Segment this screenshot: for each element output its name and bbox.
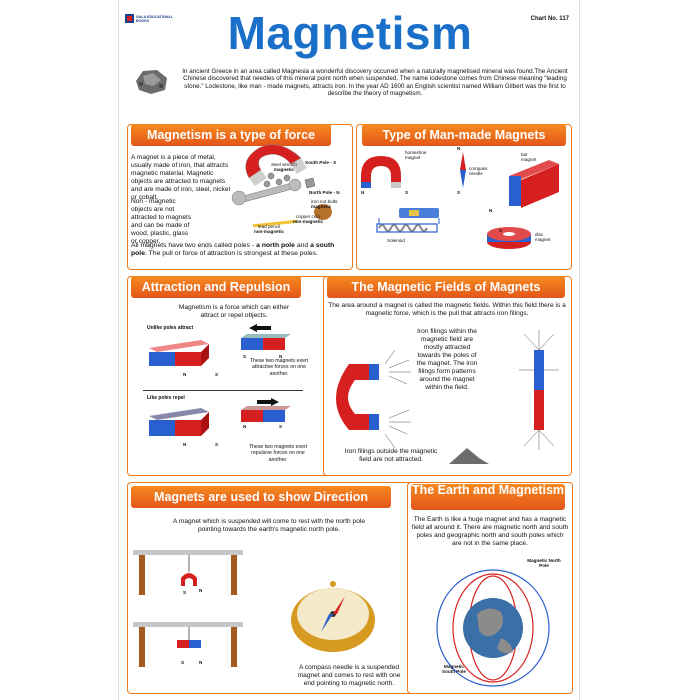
chart-poster: GALA EDUCATIONAL BOOKS Magnetism Chart N… bbox=[118, 0, 580, 700]
unlike-magnet-2 bbox=[241, 334, 291, 350]
lodestone-rock-icon bbox=[136, 70, 167, 94]
force-body-2: Non - magnetic objects are not attracted… bbox=[131, 198, 192, 245]
table-icon bbox=[133, 550, 243, 667]
publisher-logo: GALA EDUCATIONAL BOOKS bbox=[125, 14, 173, 24]
att-n-1: N bbox=[183, 372, 187, 377]
intro-text: In ancient Greece in an area called Magn… bbox=[182, 68, 568, 98]
label-horseshoe: horseshoe magnet bbox=[405, 150, 427, 160]
att-n-3: N bbox=[183, 442, 187, 447]
attraction-section-title: Attraction and Repulsion bbox=[131, 276, 301, 298]
dir-n-2: N bbox=[199, 660, 203, 665]
iron-filings-icon bbox=[384, 349, 411, 449]
arrow-icon bbox=[249, 324, 271, 332]
publisher-name: GALA EDUCATIONAL BOOKS bbox=[136, 15, 173, 23]
dir-s-1: S bbox=[183, 590, 187, 595]
magnetic-north-pole-label: Magnetic North Pole bbox=[527, 558, 561, 568]
label-south-pole: South Pole - S bbox=[305, 160, 337, 165]
like-heading: Like poles repel bbox=[147, 395, 185, 401]
attraction-illustration bbox=[149, 324, 291, 436]
direction-body: A magnet which is suspended will come to… bbox=[172, 518, 366, 533]
att-n-2: N bbox=[279, 354, 283, 359]
types-s-2: S bbox=[457, 190, 461, 195]
earth-section bbox=[407, 482, 573, 694]
types-illustration bbox=[361, 152, 559, 249]
arrow-icon-2 bbox=[257, 398, 279, 406]
types-s-1: S bbox=[405, 190, 409, 195]
types-n-3: N bbox=[489, 208, 493, 213]
dir-s-2: S bbox=[181, 660, 185, 665]
force-body: A magnet is a piece of metal, usually ma… bbox=[131, 154, 230, 201]
label-north-pole: North Pole - N bbox=[309, 190, 340, 195]
solenoid-icon bbox=[376, 208, 440, 233]
earth-illustration bbox=[436, 569, 550, 687]
poles-text: All magnets have two ends called poles -… bbox=[131, 242, 335, 258]
bar-magnet-icon bbox=[509, 160, 559, 208]
force-section-title: Magnetism is a type of force bbox=[131, 124, 331, 146]
types-n-2: N bbox=[457, 146, 461, 151]
fields-section-title: The Magnetic Fields of Magnets bbox=[327, 276, 565, 298]
direction-section-title: Magnets are used to show Direction bbox=[131, 486, 391, 508]
lodestone-image bbox=[131, 66, 171, 96]
att-s-2: S bbox=[243, 354, 247, 359]
fields-bottom: Iron filings outside the magnetic field … bbox=[344, 448, 438, 463]
disc-magnet-icon bbox=[487, 227, 531, 249]
earth-section-title: The Earth and Magnetism bbox=[411, 484, 565, 510]
divider bbox=[143, 390, 303, 391]
fields-intro: The area around a magnet is called the m… bbox=[328, 302, 566, 317]
like-description: These two magnets exert repulsive forces… bbox=[248, 444, 308, 463]
compass-caption: A compass needle is a suspended magnet a… bbox=[297, 664, 401, 687]
label-disc-magnet: disc magnet bbox=[535, 232, 551, 242]
dir-n-1: N bbox=[199, 588, 203, 593]
attraction-intro: Magnetism is a force which can either at… bbox=[178, 304, 290, 319]
pencil-icon bbox=[253, 219, 298, 228]
direction-illustration bbox=[133, 550, 375, 667]
field-horseshoe-icon bbox=[336, 364, 379, 430]
unlike-magnet-1 bbox=[149, 340, 209, 366]
like-magnet-1 bbox=[149, 408, 209, 436]
att-s-4: S bbox=[279, 424, 283, 429]
label-solenoid: Solenoid bbox=[387, 238, 405, 243]
field-bar-magnet-icon bbox=[534, 350, 544, 430]
like-magnet-2 bbox=[241, 406, 291, 422]
horseshoe-icon bbox=[361, 156, 401, 186]
page-title: Magnetism bbox=[227, 7, 473, 59]
magnetic-south-pole-label: Magnetic South Pole bbox=[442, 664, 466, 674]
fields-middle: Iron filings within the magnetic field a… bbox=[416, 328, 478, 391]
suspended-bar-icon bbox=[177, 640, 201, 648]
compass-needle-icon bbox=[460, 152, 466, 188]
att-s-3: S bbox=[215, 442, 219, 447]
filings-heap-icon bbox=[449, 448, 489, 464]
chart-number: Chart No. 117 bbox=[530, 16, 569, 22]
wrench-icon bbox=[231, 178, 302, 206]
att-n-4: N bbox=[243, 424, 247, 429]
unlike-description: These two magnets exert attractive force… bbox=[249, 358, 309, 377]
nut-bolt-icon bbox=[263, 172, 316, 189]
types-section-title: Type of Man-made Magnets bbox=[362, 124, 566, 146]
suspended-horseshoe-icon bbox=[181, 573, 197, 586]
earth-body: The Earth is like a huge magnet and has … bbox=[411, 516, 569, 547]
fields-illustration bbox=[336, 330, 559, 464]
att-s-1: S bbox=[215, 372, 219, 377]
label-compass-needle: compass needle bbox=[469, 166, 488, 176]
unlike-heading: Unlike poles attract bbox=[147, 325, 194, 331]
types-n-1: N bbox=[361, 190, 365, 195]
force-illustration bbox=[231, 144, 332, 228]
copper-coin-icon bbox=[314, 204, 332, 220]
types-s-3: S bbox=[499, 228, 503, 233]
label-bar-magnet: bar magnet bbox=[521, 152, 537, 162]
compass-icon bbox=[291, 581, 375, 652]
